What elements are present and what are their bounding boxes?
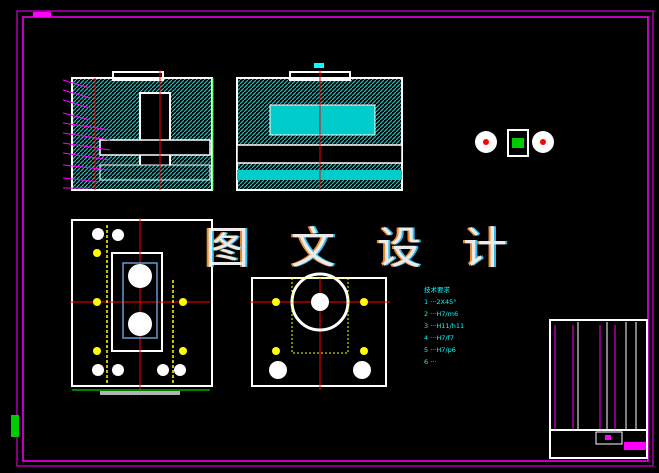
sheet-tab <box>33 12 51 17</box>
plan-view-left <box>70 218 213 395</box>
technical-notes: 技术要求 1 ···2X45° 2 ···H7/m6 3 ···H11/h11 … <box>424 284 464 368</box>
section-view-right <box>236 63 403 191</box>
plan-view-right <box>250 272 390 390</box>
watermark: 图 文 设 计 <box>205 223 521 274</box>
outer-border <box>16 10 654 467</box>
title-block <box>549 319 648 459</box>
detail-views <box>475 129 554 157</box>
notes-heading: 技术要求 <box>424 286 450 294</box>
note-item: 1 ···2X45° <box>424 298 457 306</box>
note-item: 6 ··· <box>424 358 437 366</box>
section-view-left <box>62 70 214 191</box>
note-item: 2 ···H7/m6 <box>424 310 459 318</box>
note-item: 4 ···H7/f7 <box>424 334 455 342</box>
note-item: 3 ···H11/h11 <box>424 322 465 330</box>
note-item: 5 ···H7/p6 <box>424 346 456 354</box>
inner-frame <box>22 16 649 462</box>
side-marker <box>11 415 19 437</box>
